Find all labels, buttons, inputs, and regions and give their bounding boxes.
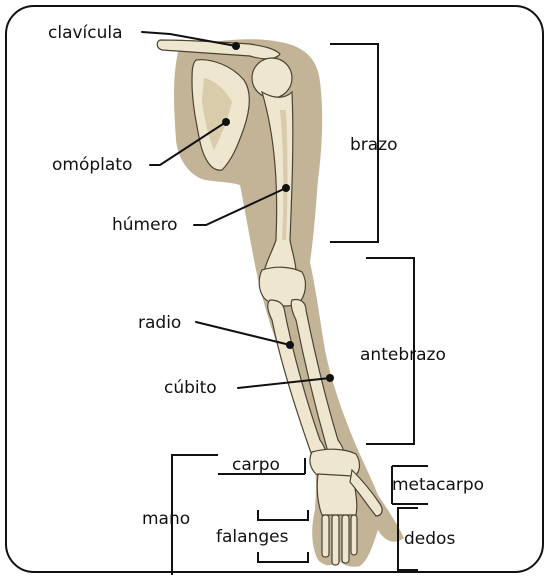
omoplato-dot — [222, 118, 230, 126]
clavicula-label: clavícula — [48, 23, 123, 43]
mano-label: mano — [142, 509, 190, 529]
falanges-label: falanges — [216, 527, 289, 547]
metacarpo-label: metacarpo — [392, 475, 484, 495]
brazo-label: brazo — [350, 135, 398, 155]
humerus-head — [252, 58, 292, 98]
cubito-dot — [326, 374, 334, 382]
cubito-label: cúbito — [164, 378, 217, 398]
clavicula-dot — [232, 42, 240, 50]
carpo-label: carpo — [232, 455, 280, 475]
humero-dot — [282, 184, 290, 192]
radio-dot — [286, 341, 294, 349]
dedos-label: dedos — [404, 529, 455, 549]
radio-label: radio — [138, 313, 181, 333]
omoplato-label: omóplato — [52, 155, 132, 175]
humero-label: húmero — [112, 215, 178, 235]
antebrazo-label: antebrazo — [360, 345, 446, 365]
